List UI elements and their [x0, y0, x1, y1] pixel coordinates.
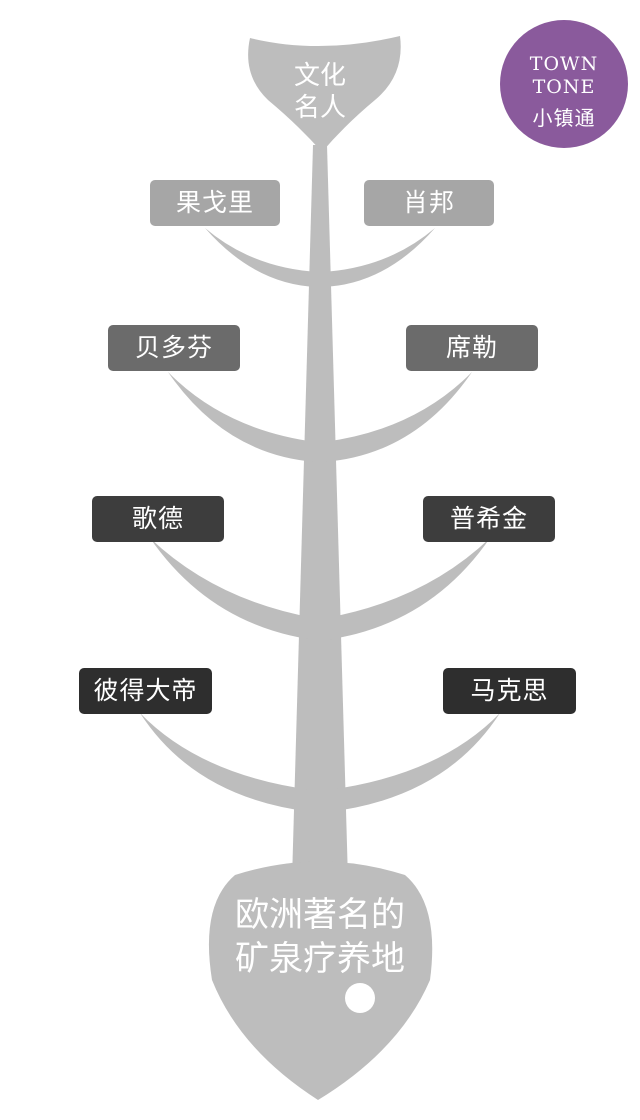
- tail-label-line1: 欧洲著名的: [235, 895, 405, 935]
- bone-right-2: [324, 372, 472, 462]
- fish-head: [248, 36, 401, 152]
- bone-label-right-2: 席勒: [406, 325, 538, 371]
- bone-label-right-1: 肖邦: [364, 180, 494, 226]
- bone-label-left-3: 歌德: [92, 496, 224, 542]
- bone-label-left-2: 贝多芬: [108, 325, 240, 371]
- head-label-line2: 名人: [293, 93, 346, 123]
- tail-label: 欧洲著名的 矿泉疗养地: [215, 893, 425, 981]
- bone-label-left-1: 果戈里: [150, 180, 280, 226]
- logo-line3: 小镇通: [532, 106, 596, 130]
- bone-left-3: [150, 538, 314, 640]
- spine: [292, 145, 348, 880]
- bone-left-4: [140, 713, 312, 812]
- bone-left-1: [205, 228, 318, 287]
- fish-tail: [208, 861, 433, 1100]
- tail-dot: [345, 983, 375, 1013]
- bone-label-right-3: 普希金: [423, 496, 555, 542]
- bone-right-3: [326, 538, 490, 640]
- bone-right-1: [322, 228, 435, 287]
- head-label: 文化 名人: [270, 60, 370, 124]
- logo-line2: TONE: [532, 76, 596, 98]
- bone-label-left-4: 彼得大帝: [79, 668, 212, 714]
- bone-right-4: [328, 713, 500, 812]
- logo-line1: TOWN: [529, 53, 599, 75]
- head-label-line1: 文化: [293, 61, 346, 91]
- bone-label-right-4: 马克思: [443, 668, 576, 714]
- tail-label-line2: 矿泉疗养地: [235, 939, 405, 979]
- bone-left-2: [168, 372, 316, 462]
- town-tone-logo: TOWN TONE 小镇通: [500, 20, 628, 148]
